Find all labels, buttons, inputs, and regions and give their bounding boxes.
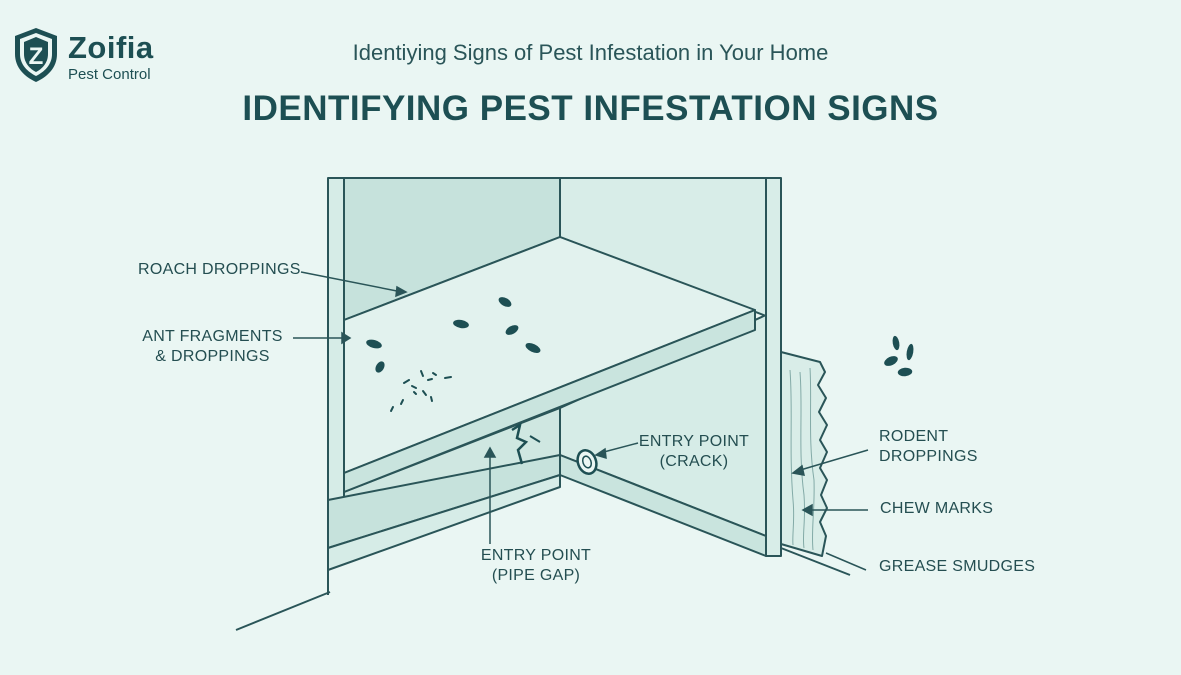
label-ant-fragments: ANT FRAGMENTS & DROPPINGS [140, 327, 285, 367]
label-ant-fragments-line1: ANT FRAGMENTS [142, 328, 283, 345]
label-entry-pipe-line2: (PIPE GAP) [491, 567, 581, 584]
label-rodent-droppings: RODENT DROPPINGS [879, 427, 978, 467]
floor-line [235, 591, 331, 631]
callout-leaders [293, 271, 869, 571]
label-entry-crack-line2: (CRACK) [659, 453, 729, 470]
wall-crack [511, 422, 529, 465]
shelf-edge [343, 309, 756, 493]
label-rodent-line1: RODENT [879, 428, 949, 445]
floor-right [780, 547, 851, 576]
logo-letter: Z [29, 43, 44, 70]
label-grease-smudges: GREASE SMUDGES [879, 558, 1036, 575]
label-ant-fragments-line2: & DROPPINGS [155, 348, 270, 365]
page-title: IDENTIFYING PEST INFESTATION SIGNS [242, 89, 939, 128]
rodent-droppings [882, 334, 915, 378]
brand-logo: Z Zoifia Pest Control [12, 26, 202, 86]
label-entry-crack: ENTRY POINT (CRACK) [634, 432, 754, 472]
label-chew-marks: CHEW MARKS [880, 500, 994, 517]
pipe-hole [576, 449, 598, 475]
label-entry-pipe: ENTRY POINT (PIPE GAP) [476, 546, 596, 586]
label-entry-pipe-line1: ENTRY POINT [480, 547, 592, 564]
ant-fragments [390, 370, 452, 412]
page-subtitle: Identiying Signs of Pest Infestation in … [352, 40, 829, 65]
brand-tagline: Pest Control [68, 66, 151, 83]
roach-droppings [366, 297, 541, 373]
label-roach-droppings: ROACH DROPPINGS [138, 261, 301, 278]
label-rodent-line2: DROPPINGS [879, 448, 978, 465]
chewed-molding [780, 351, 828, 557]
brand-name: Zoifia [68, 30, 154, 65]
shield-icon: Z [15, 28, 57, 82]
right-panel [765, 177, 782, 557]
label-entry-crack-line1: ENTRY POINT [638, 433, 750, 450]
